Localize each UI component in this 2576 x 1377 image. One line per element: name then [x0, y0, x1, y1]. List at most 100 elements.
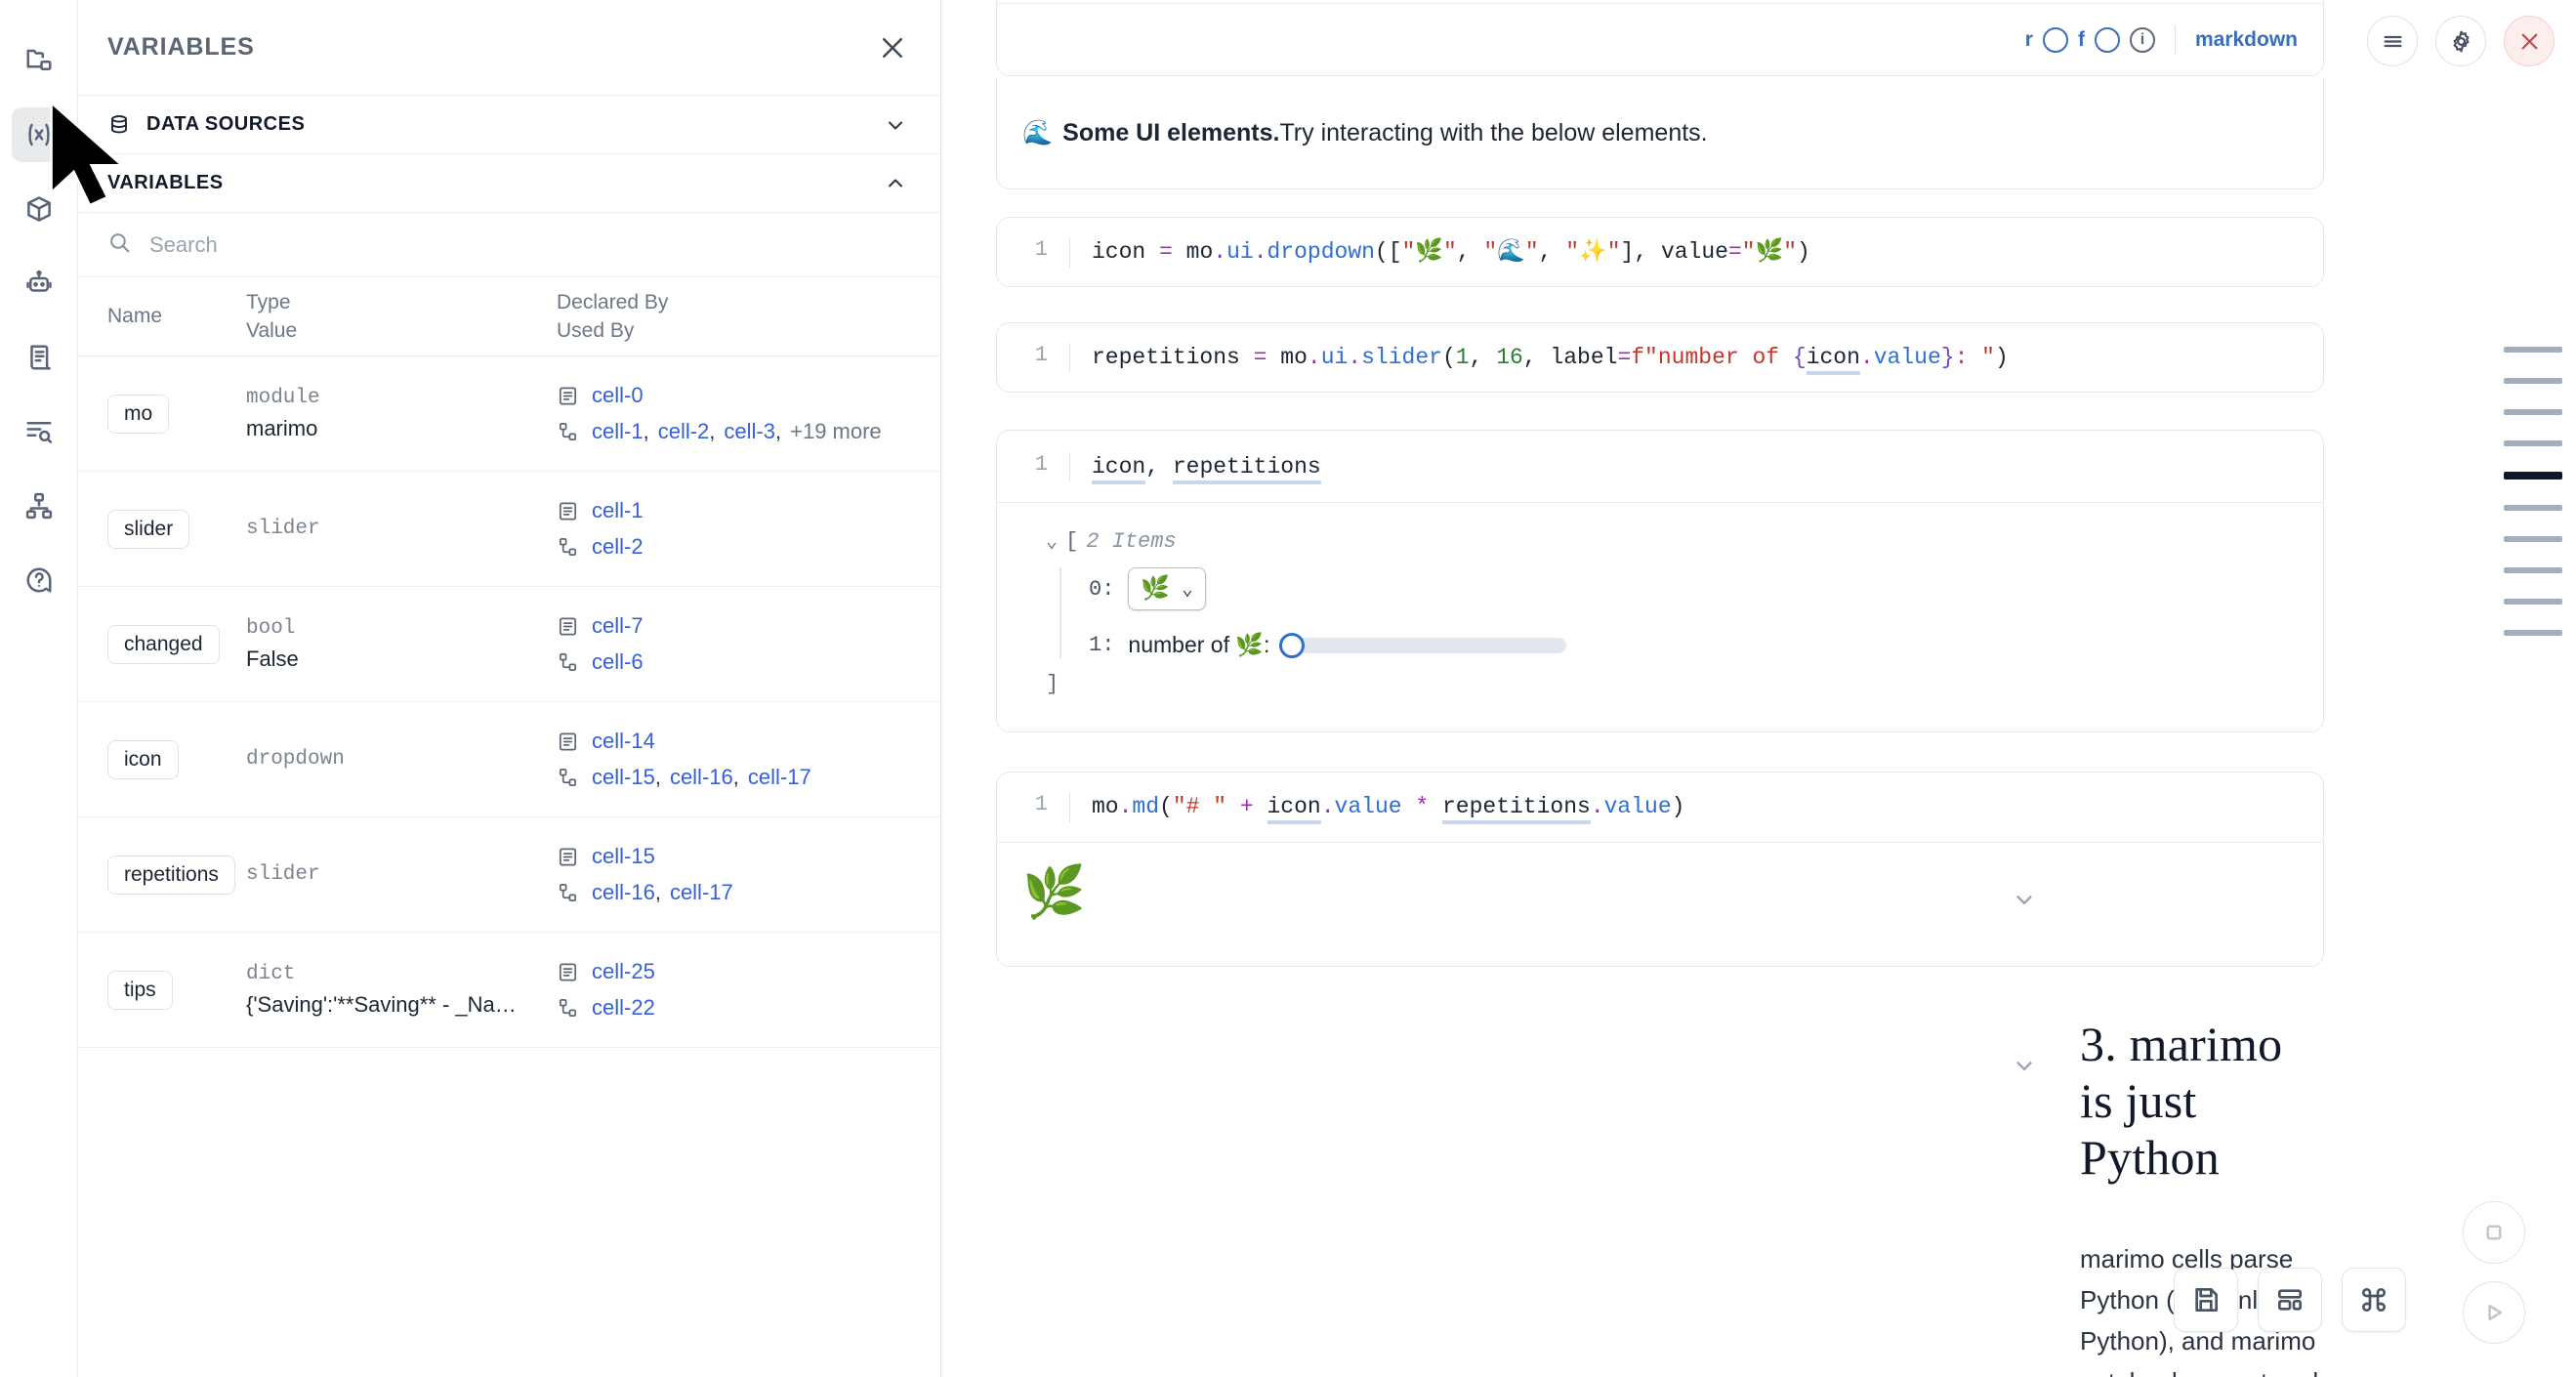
cell-code[interactable]: mo.md("# " + icon.value * repetitions.va…	[1069, 792, 2323, 824]
list-item-index: 1:	[1089, 633, 1115, 658]
save-button[interactable]	[2174, 1268, 2238, 1332]
list-item-index: 0:	[1089, 576, 1115, 602]
table-row[interactable]: icon dropdown cell-14	[78, 702, 940, 818]
cell-code[interactable]: repetitions = mo.ui.slider(1, 16, label=…	[1069, 343, 2323, 375]
slider-track[interactable]	[1283, 637, 1567, 653]
run-controls	[2463, 1201, 2525, 1344]
cell-link[interactable]: cell-15	[592, 765, 655, 790]
layout-button[interactable]	[2258, 1268, 2322, 1332]
cell-flags[interactable]: r f i	[2024, 26, 2155, 53]
code-cell-dropdown[interactable]: 1 icon = mo.ui.dropdown(["🌿", "🌊", "✨"],…	[996, 217, 2324, 287]
database-icon	[107, 113, 131, 137]
collapse-cell-chevron-icon[interactable]	[2012, 887, 2037, 912]
scratchpad-icon[interactable]	[12, 330, 66, 385]
minimap-dash[interactable]	[2504, 536, 2562, 542]
close-icon[interactable]	[878, 33, 907, 63]
items-count: 2 Items	[1086, 528, 1177, 554]
minimap-dash[interactable]	[2504, 409, 2562, 415]
list-item: 1: number of 🌿:	[1089, 632, 2323, 658]
table-row[interactable]: repetitions slider cell-15	[78, 817, 940, 934]
markdown-cell-editor[interactable]: 1 """🌊 Some UI elements.""" Try interact…	[996, 0, 2324, 76]
cell-menu-button[interactable]	[2367, 16, 2418, 66]
code-cell-tuple[interactable]: 1 icon, repetitions ⌄ [ 2 Items 0:	[996, 430, 2324, 732]
minimap-dash[interactable]	[2504, 505, 2562, 511]
minimap-dash[interactable]	[2504, 567, 2562, 573]
cell-code[interactable]: icon, repetitions	[1069, 452, 2323, 484]
floating-toolbar	[2174, 1268, 2406, 1332]
notebook-area: 1 """🌊 Some UI elements.""" Try interact…	[941, 0, 2576, 1377]
table-row[interactable]: tips dict {'Saving':'**Saving** - _Na… c…	[78, 933, 940, 1049]
dependency-graph-icon[interactable]	[12, 479, 66, 533]
info-icon[interactable]: i	[2129, 26, 2155, 53]
cell-link[interactable]: cell-3	[724, 419, 775, 444]
cell-link[interactable]: cell-0	[592, 383, 644, 408]
cell-icon	[557, 385, 579, 407]
cell-link[interactable]: cell-17	[747, 765, 811, 790]
code-cell-md[interactable]: 1 mo.md("# " + icon.value * repetitions.…	[996, 772, 2324, 967]
minimap[interactable]	[2504, 347, 2562, 636]
flag-r-label: r	[2024, 27, 2033, 51]
language-tag[interactable]: markdown	[2194, 27, 2298, 51]
package-icon[interactable]	[12, 182, 66, 236]
chevron-up-icon[interactable]	[884, 172, 907, 195]
flag-r-toggle[interactable]	[2042, 26, 2068, 53]
cell-icon	[557, 500, 579, 522]
close-icon[interactable]	[2504, 16, 2555, 66]
cell-link[interactable]: cell-7	[592, 613, 644, 639]
cell-link[interactable]: cell-14	[592, 729, 655, 754]
minimap-dash[interactable]	[2504, 440, 2562, 446]
chevron-down-icon[interactable]: ⌄	[1046, 531, 1059, 555]
cell-link[interactable]: cell-16	[592, 880, 655, 905]
table-row[interactable]: changed bool False cell-7	[78, 587, 940, 703]
cell-link[interactable]: cell-16	[669, 765, 733, 790]
section-data-sources[interactable]: DATA SOURCES	[78, 96, 940, 154]
cell-link[interactable]: cell-15	[592, 844, 655, 869]
variable-value: marimo	[246, 415, 318, 440]
variables-panel: VARIABLES DATA SOURCES VARIABLES	[78, 0, 941, 1377]
minimap-dash[interactable]	[2504, 599, 2562, 605]
cell-link[interactable]: cell-2	[657, 419, 710, 444]
cell-link[interactable]: cell-25	[592, 959, 655, 984]
usage-icon	[557, 536, 579, 559]
cell-link[interactable]: cell-6	[592, 649, 644, 675]
interrupt-button[interactable]	[2463, 1201, 2525, 1264]
cell-link[interactable]: cell-22	[592, 995, 655, 1021]
search-input[interactable]	[147, 230, 911, 259]
cell-link[interactable]: cell-17	[669, 880, 733, 905]
table-row[interactable]: mo module marimo cell-0	[78, 356, 940, 473]
gear-icon[interactable]	[2435, 16, 2486, 66]
section-variables[interactable]: VARIABLES	[78, 154, 940, 213]
cell-link[interactable]: cell-2	[592, 534, 644, 560]
variable-value: {'Saving':'**Saving** - _Na…	[246, 991, 517, 1017]
variable-name-chip: icon	[107, 739, 179, 779]
file-tree-icon[interactable]	[12, 33, 66, 88]
variables-icon[interactable]	[11, 107, 66, 162]
minimap-dash[interactable]	[2504, 378, 2562, 384]
table-row[interactable]: slider slider cell-1 cell-2	[78, 472, 940, 588]
collapse-section-chevron-icon[interactable]	[2012, 1053, 2037, 1078]
cell-link[interactable]: cell-1	[592, 498, 644, 523]
logs-search-icon[interactable]	[12, 404, 66, 459]
run-all-button[interactable]	[2463, 1281, 2525, 1344]
minimap-dash[interactable]	[2504, 347, 2562, 353]
cell-link[interactable]: cell-1	[592, 419, 644, 444]
dropdown-select[interactable]: 🌿 ⌄	[1128, 567, 1206, 611]
used-by-more[interactable]: +19 more	[790, 419, 882, 444]
code-cell-slider[interactable]: 1 repetitions = mo.ui.slider(1, 16, labe…	[996, 322, 2324, 393]
variable-name-chip: repetitions	[107, 855, 235, 895]
chevron-down-icon[interactable]	[884, 113, 907, 137]
help-icon[interactable]	[12, 553, 66, 607]
table-header: Name Type Value Declared By Used By	[78, 277, 940, 357]
slider-control[interactable]	[1279, 632, 1567, 658]
divider	[2174, 24, 2176, 55]
robot-icon[interactable]	[12, 256, 66, 311]
minimap-dash[interactable]	[2504, 630, 2562, 636]
variable-name-chip: mo	[107, 394, 170, 434]
cell-code[interactable]: icon = mo.ui.dropdown(["🌿", "🌊", "✨"], v…	[1069, 237, 2323, 269]
search-row	[78, 213, 940, 277]
command-palette-button[interactable]	[2342, 1268, 2406, 1332]
minimap-dash-active[interactable]	[2504, 472, 2562, 480]
slider-knob[interactable]	[1279, 632, 1306, 658]
flag-f-toggle[interactable]	[2094, 26, 2120, 53]
